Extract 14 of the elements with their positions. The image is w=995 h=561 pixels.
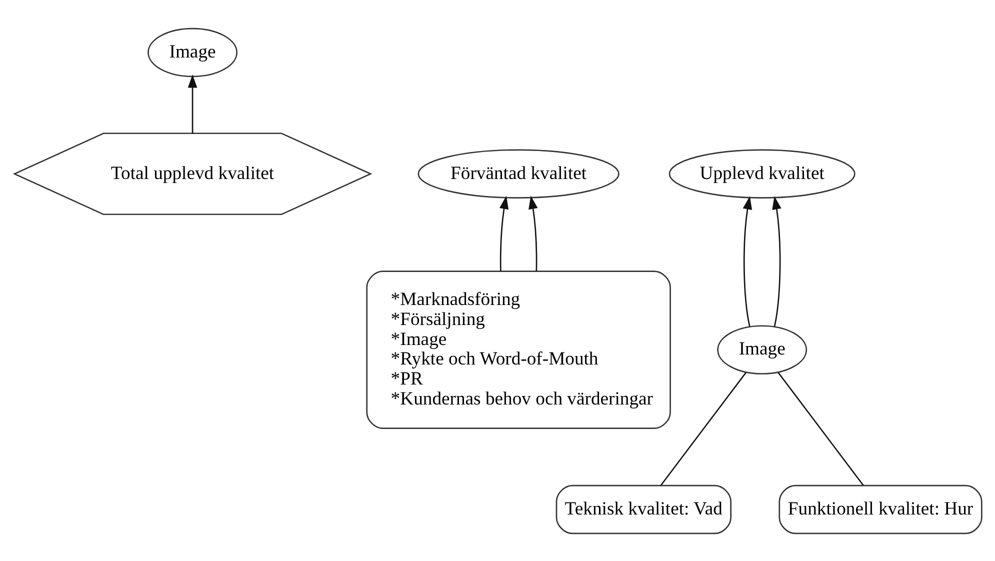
node-ellipse: Upplevd kvalitet <box>668 148 855 198</box>
arrow <box>742 196 752 326</box>
node-box: *Marknadsföring *Försäljning *Image *Rykte och Word-of-Mouth *PR *Kundernas behov och värderingar <box>366 270 670 428</box>
node-box: Teknisk kvalitet: Vad <box>555 484 731 534</box>
node-ellipse: Image <box>716 324 807 374</box>
node-ellipse: Image <box>147 27 237 77</box>
connector <box>777 372 864 486</box>
connector <box>660 372 746 486</box>
arrow <box>528 195 538 270</box>
arrow <box>187 74 197 134</box>
node-box: Funktionell kvalitet: Hur <box>778 484 982 534</box>
node-ellipse: Förväntad kvalitet <box>417 148 619 198</box>
arrow <box>772 196 781 326</box>
arrow <box>498 195 508 270</box>
